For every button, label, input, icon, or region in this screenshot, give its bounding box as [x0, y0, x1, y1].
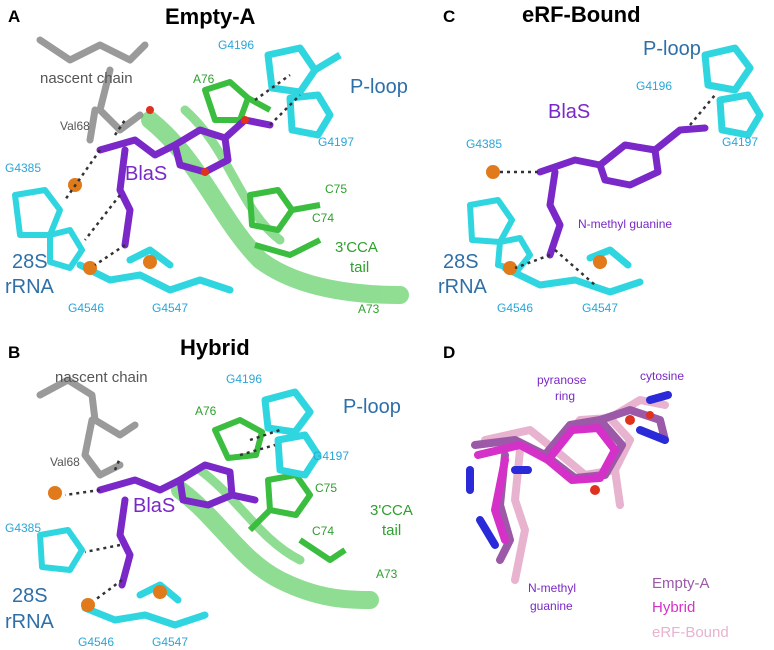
legend-item-empty-a: Empty-A — [652, 575, 710, 592]
label-a76-b: A76 — [195, 404, 217, 418]
label-a73-b: A73 — [376, 567, 398, 581]
panel-b-letter: B — [8, 343, 20, 362]
panel-c-title: eRF-Bound — [522, 2, 641, 27]
blas-molecule-b — [96, 461, 259, 589]
label-3cca: 3'CCA — [335, 239, 378, 256]
label-a76: A76 — [193, 72, 215, 86]
label-p-loop: P-loop — [350, 76, 408, 98]
label-c75: C75 — [325, 182, 347, 196]
label-rrna: rRNA — [5, 276, 55, 298]
label-c75-b: C75 — [315, 481, 337, 495]
panel-a-letter: A — [8, 7, 20, 26]
rrna-g4196-g4197-b — [261, 388, 322, 479]
label-g4546: G4546 — [68, 301, 104, 315]
label-blas: BlaS — [125, 163, 167, 185]
trna-a76-nucleotide — [202, 79, 272, 123]
blas-molecule-c — [536, 124, 709, 259]
oxygen-atoms-d — [590, 411, 654, 495]
panel-a-title: Empty-A — [165, 4, 256, 29]
trna-a76-nucleotide-b — [212, 417, 265, 461]
label-28s-c: 28S — [443, 251, 479, 273]
label-g4385-c: G4385 — [466, 137, 502, 151]
label-val68-b: Val68 — [50, 455, 80, 469]
rrna-backbone — [76, 246, 234, 294]
label-g4197-b: G4197 — [313, 449, 349, 463]
panel-d: D pyranose ring cytosine N-methyl guanin… — [443, 343, 729, 641]
blas-molecule — [96, 116, 274, 249]
nascent-chain-sticks-b — [36, 376, 139, 479]
label-g4547-b: G4547 — [152, 635, 188, 649]
overlay-hybrid — [474, 424, 619, 544]
rrna-g4385 — [12, 187, 85, 271]
phosphate-groups-c — [486, 165, 607, 275]
label-3cca-b: 3'CCA — [370, 502, 413, 519]
legend-item-erf-bound: eRF-Bound — [652, 624, 729, 641]
legend-d: Empty-A Hybrid eRF-Bound — [652, 575, 729, 641]
hydrogen-bonds-b — [64, 428, 281, 602]
label-g4196: G4196 — [218, 38, 254, 52]
phosphate-groups — [68, 178, 157, 275]
label-blas-b: BlaS — [133, 495, 175, 517]
panel-c-letter: C — [443, 7, 455, 26]
label-rrna-b: rRNA — [5, 611, 55, 633]
label-p-loop-c: P-loop — [643, 38, 701, 60]
label-n-methyl-c: N-methyl guanine — [578, 217, 672, 231]
label-c74-b: C74 — [312, 524, 334, 538]
panel-c: C eRF-Bound P-loop G4196 G4197 BlaS G438… — [438, 2, 764, 315]
label-g4385-b: G4385 — [5, 521, 41, 535]
label-g4197: G4197 — [318, 135, 354, 149]
label-ring: ring — [555, 389, 575, 403]
label-cytosine: cytosine — [640, 369, 684, 383]
label-g4197-c: G4197 — [722, 135, 758, 149]
rrna-backbone-b — [81, 581, 209, 629]
label-c74: C74 — [312, 211, 334, 225]
panel-d-letter: D — [443, 343, 455, 362]
nascent-chain-sticks — [36, 36, 149, 144]
label-blas-c: BlaS — [548, 101, 590, 123]
rrna-g4385-c — [467, 197, 533, 273]
hydrogen-bonds-c — [500, 94, 716, 286]
label-tail-b: tail — [382, 522, 401, 539]
label-28s: 28S — [12, 251, 48, 273]
rrna-g4196-g4197-c — [701, 44, 764, 139]
nitrogen-atoms-d — [466, 391, 672, 549]
oxygen-atoms — [146, 106, 249, 176]
label-g4546-c: G4546 — [497, 301, 533, 315]
label-n-methyl-d: N-methyl — [528, 581, 576, 595]
label-g4546-b: G4546 — [78, 635, 114, 649]
label-28s-b: 28S — [12, 585, 48, 607]
label-pyranose: pyranose — [537, 373, 587, 387]
trna-c75-nucleotide — [247, 187, 322, 258]
label-tail: tail — [350, 259, 369, 276]
label-nascent-chain-b: nascent chain — [55, 369, 148, 386]
label-rrna-c: rRNA — [438, 276, 488, 298]
label-g4547: G4547 — [152, 301, 188, 315]
phosphate-groups-b — [48, 486, 167, 612]
label-g4196-b: G4196 — [226, 372, 262, 386]
label-g4385: G4385 — [5, 161, 41, 175]
label-guanine-d: guanine — [530, 599, 573, 613]
rrna-g4196-g4197 — [264, 44, 342, 139]
label-nascent-chain: nascent chain — [40, 70, 133, 87]
rrna-g4385-b — [37, 527, 85, 573]
legend-item-hybrid: Hybrid — [652, 599, 695, 616]
panel-b: B Hybrid nascent chain Val68 G4385 28S r… — [5, 335, 413, 649]
label-g4547-c: G4547 — [582, 301, 618, 315]
panel-a: A Empty-A nascent chain Val68 G4385 28S … — [5, 4, 409, 316]
rrna-backbone-c — [501, 246, 644, 296]
label-a73: A73 — [358, 302, 380, 316]
label-val68: Val68 — [60, 119, 90, 133]
label-p-loop-b: P-loop — [343, 396, 401, 418]
trna-ribbon-b — [171, 465, 379, 609]
label-g4196-c: G4196 — [636, 79, 672, 93]
hydrogen-bonds — [63, 73, 301, 267]
panel-b-title: Hybrid — [180, 335, 250, 360]
